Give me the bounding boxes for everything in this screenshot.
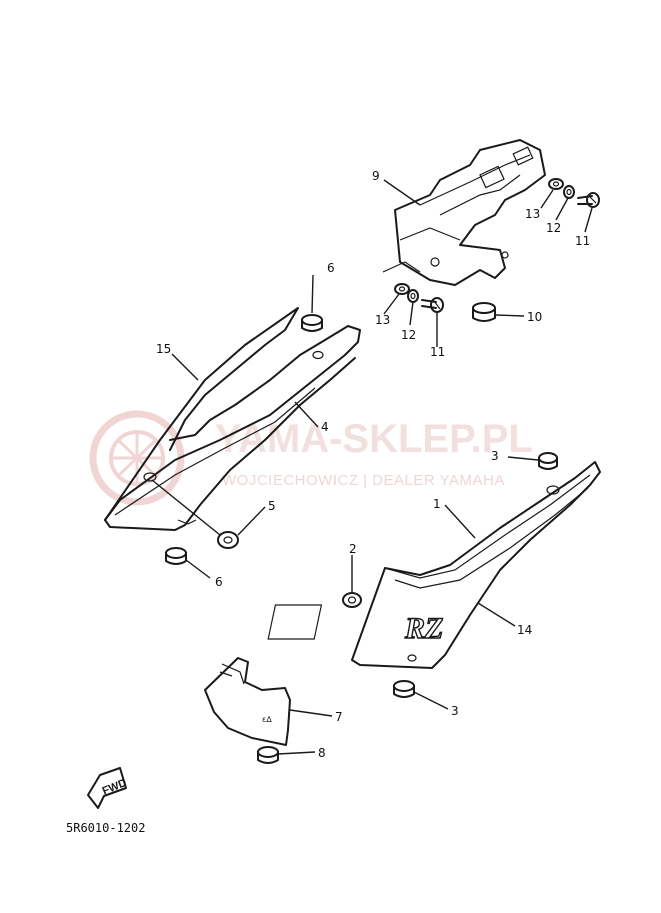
grommet-10 — [472, 302, 496, 322]
callout-3: 3 — [491, 449, 499, 463]
grommet-6-bottom — [165, 547, 187, 565]
damper-2 — [342, 592, 362, 608]
watermark-tagline: WOJCIECHOWICZ | DEALER YAMAHA — [222, 472, 505, 489]
part-9-bracket — [382, 139, 546, 286]
callout-2: 2 — [349, 542, 357, 556]
callout-12: 12 — [546, 221, 561, 235]
hardware-13-lower — [394, 283, 410, 295]
hardware-11-lower — [421, 297, 444, 313]
fwd-label: FWD — [101, 777, 129, 798]
callout-11: 11 — [575, 234, 590, 248]
part-1-right-side-cover: RZ — [267, 461, 601, 669]
hardware-12-lower — [407, 289, 419, 303]
grommet-3-bottom — [393, 680, 415, 698]
fwd-arrow-icon: FWD — [87, 767, 129, 809]
callout-13: 13 — [375, 313, 390, 327]
callout-6: 6 — [327, 261, 335, 275]
callout-13: 13 — [525, 207, 540, 221]
callout-labels: 9 13 12 11 13 12 11 10 6 15 4 5 6 3 1 2 … — [156, 169, 590, 760]
grommet-6-top — [301, 314, 323, 332]
part-15-left-side-cover — [104, 307, 361, 531]
svg-text:ε∆: ε∆ — [262, 715, 272, 724]
callout-12: 12 — [401, 328, 416, 342]
leader-lines — [151, 179, 593, 755]
diagram-code: 5R6010-1202 — [66, 821, 145, 835]
part-7-lower-cover: ε∆ — [204, 657, 291, 746]
callout-8: 8 — [318, 746, 326, 760]
watermark-brand: YAMA-SKLEP.PL — [215, 417, 533, 461]
callout-6: 6 — [215, 575, 223, 589]
hardware-12-upper — [563, 185, 575, 199]
hardware-13-upper — [548, 178, 564, 190]
callout-14: 14 — [517, 623, 532, 637]
callout-4: 4 — [321, 420, 329, 434]
callout-11: 11 — [430, 345, 445, 359]
callout-10: 10 — [527, 310, 542, 324]
callout-5: 5 — [268, 499, 276, 513]
rz-emblem-text: RZ — [404, 612, 443, 645]
callout-3: 3 — [451, 704, 459, 718]
grommet-8 — [257, 746, 279, 764]
damper-5 — [217, 531, 239, 549]
callout-7: 7 — [335, 710, 343, 724]
rz-emblem: RZ — [267, 604, 444, 646]
hardware-11-upper — [577, 192, 600, 208]
callout-9: 9 — [372, 169, 380, 183]
callout-15: 15 — [156, 342, 171, 356]
watermark: YAMA-SKLEP.PL WOJCIECHOWICZ | DEALER YAM… — [89, 410, 533, 506]
callout-1: 1 — [433, 497, 441, 511]
grommet-3-top — [538, 452, 558, 470]
